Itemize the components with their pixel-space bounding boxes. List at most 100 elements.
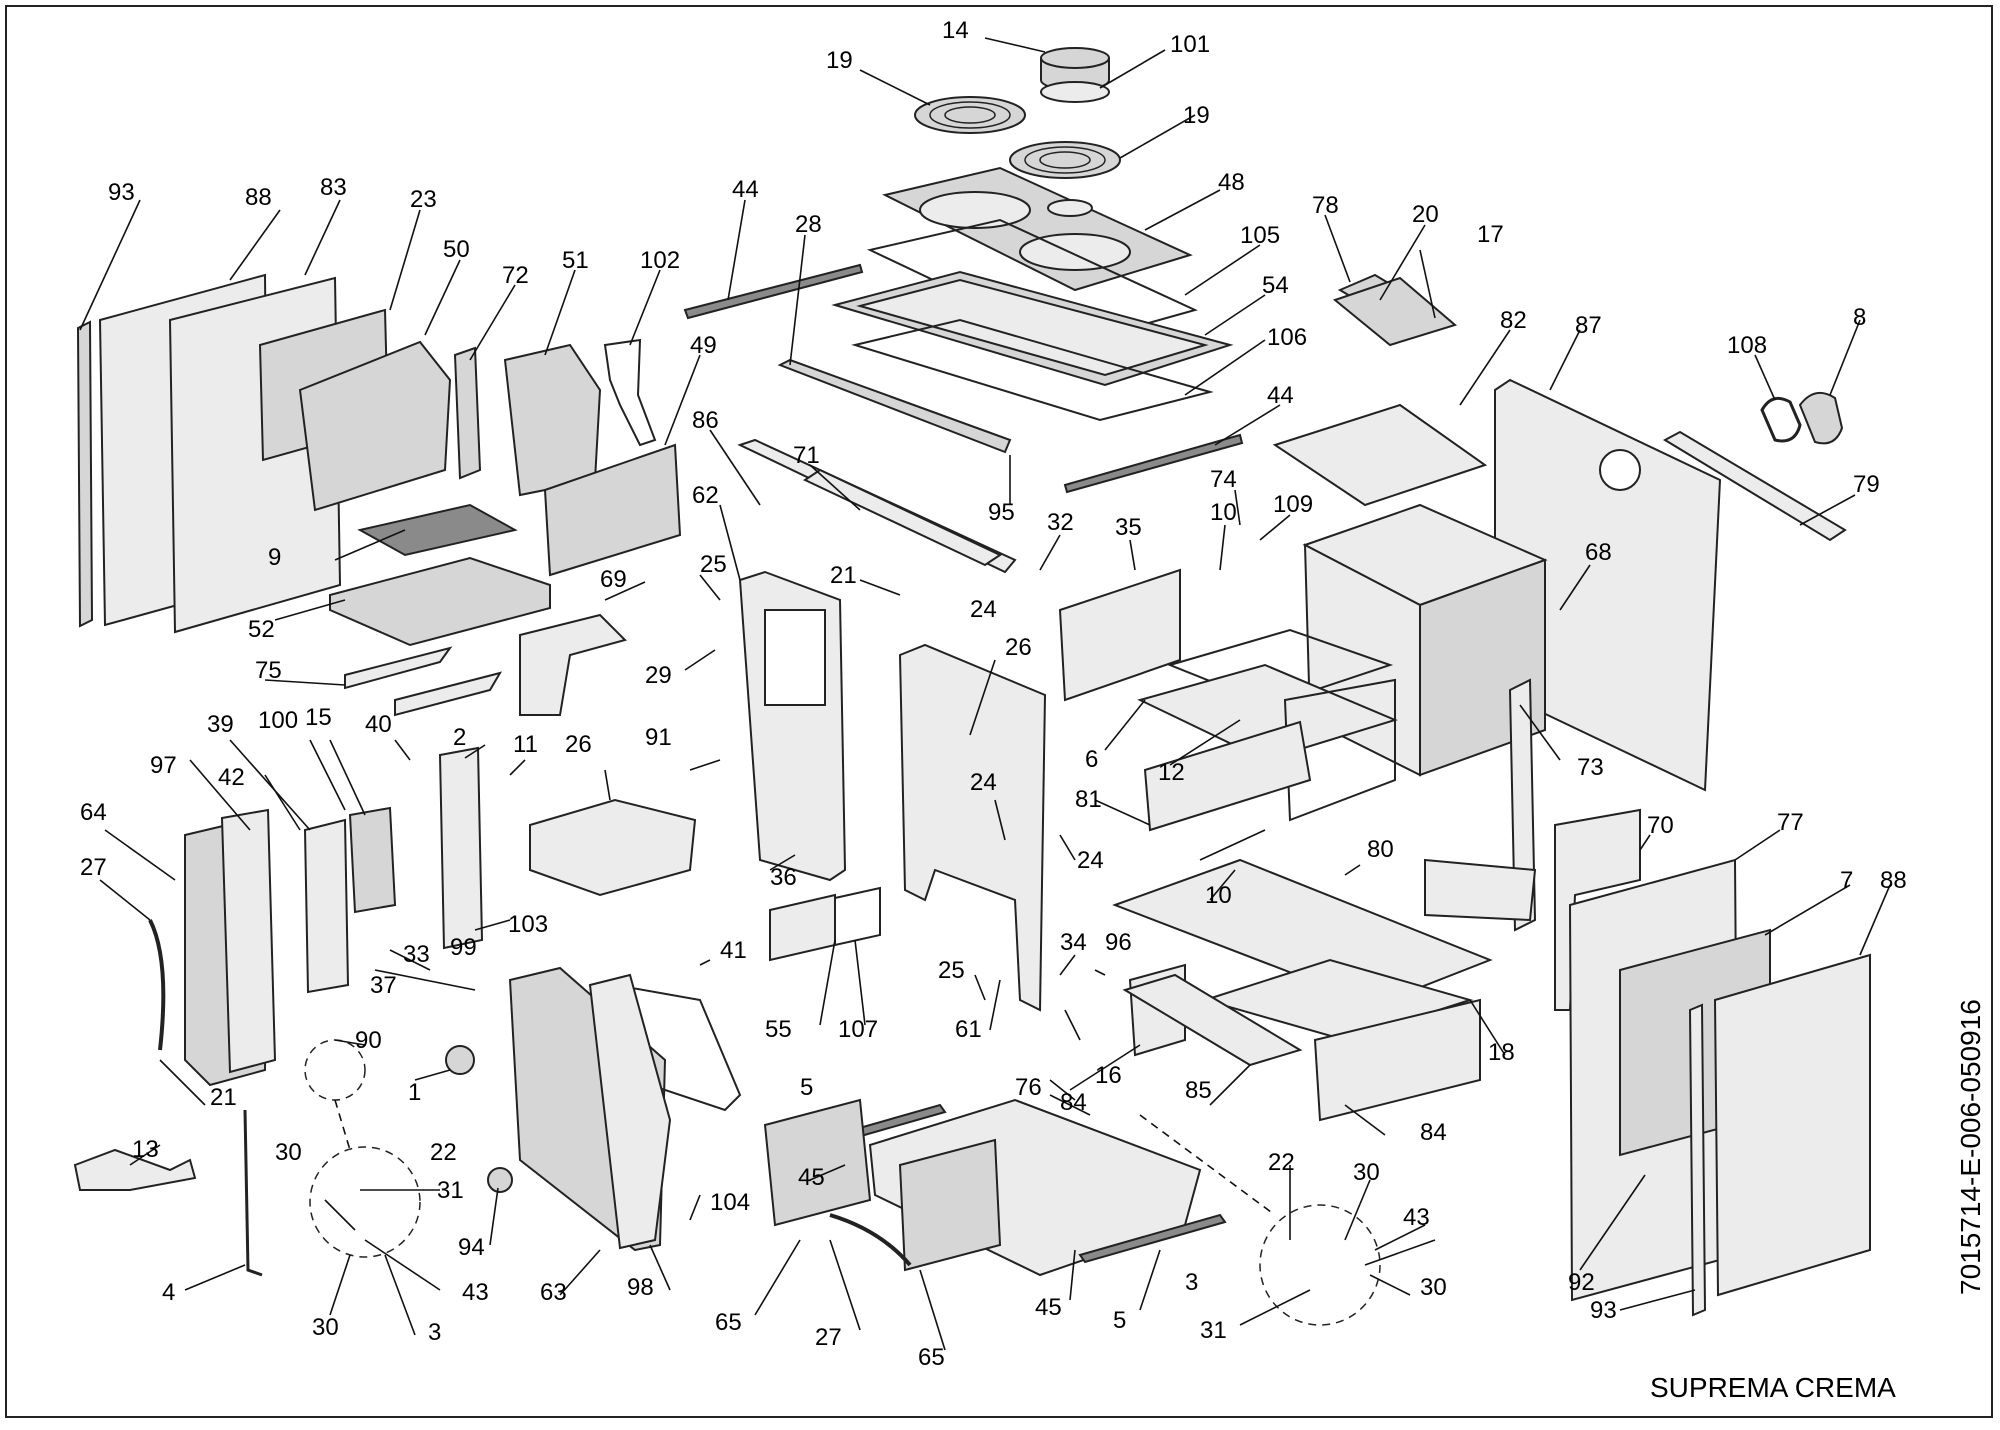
callout: 79	[1853, 471, 1880, 498]
hob-ring-19b	[1009, 141, 1121, 179]
callout: 8	[1853, 304, 1866, 331]
cover-8	[1798, 391, 1844, 445]
panel-107	[834, 886, 881, 947]
callout: 39	[207, 711, 234, 738]
callout: 5	[1113, 1307, 1126, 1334]
hotplate-48	[882, 166, 1193, 292]
callout: 102	[640, 247, 680, 274]
callout: 86	[692, 407, 719, 434]
panel-70	[1554, 808, 1641, 1011]
callout: 106	[1267, 324, 1307, 351]
callout: 65	[918, 1344, 945, 1371]
callout: 3	[1185, 1269, 1198, 1296]
top-frame-54	[831, 270, 1234, 387]
flue-hole	[1599, 449, 1641, 491]
callout: 24	[1077, 847, 1104, 874]
callout: 30	[312, 1314, 339, 1341]
callout: 93	[108, 179, 135, 206]
bracket-20	[1332, 276, 1458, 347]
callout: 93	[1590, 1297, 1617, 1324]
callout: 65	[715, 1309, 742, 1336]
callout: 83	[320, 174, 347, 201]
callout: 98	[627, 1274, 654, 1301]
callout: 71	[793, 442, 820, 469]
callout: 33	[403, 941, 430, 968]
callout: 85	[1185, 1077, 1212, 1104]
callout: 1	[408, 1079, 421, 1106]
callout: 24	[970, 596, 997, 623]
callout: 41	[720, 937, 747, 964]
callout: 35	[1115, 514, 1142, 541]
callout: 80	[1367, 836, 1394, 863]
callout: 100	[258, 707, 298, 734]
callout: 25	[700, 551, 727, 578]
diagram-title: SUPREMA CREMA	[1650, 1372, 1896, 1403]
gasket-ring-101	[1040, 81, 1110, 103]
rail-44a	[683, 263, 864, 320]
callout: 5	[800, 1074, 813, 1101]
callout: 72	[502, 262, 529, 289]
callout: 87	[1575, 312, 1602, 339]
callout: 16	[1095, 1062, 1122, 1089]
panel-73b	[1424, 858, 1537, 922]
callout: 3	[428, 1319, 441, 1346]
callout: 32	[1047, 509, 1074, 536]
callout: 43	[462, 1279, 489, 1306]
callout: 95	[988, 499, 1015, 526]
detail-circle-right	[1259, 1204, 1381, 1326]
callout: 30	[1420, 1274, 1447, 1301]
callout: 45	[1035, 1294, 1062, 1321]
callout: 40	[365, 711, 392, 738]
hob-ring-19a	[914, 96, 1026, 134]
callout: 27	[815, 1324, 842, 1351]
callout: 49	[690, 332, 717, 359]
callout: 31	[1200, 1317, 1227, 1344]
callout: 2	[453, 724, 466, 751]
callout: 17	[1477, 221, 1504, 248]
callout: 103	[508, 911, 548, 938]
callout: 11	[513, 731, 538, 758]
callout: 92	[1568, 1269, 1595, 1296]
callout: 43	[1403, 1204, 1430, 1231]
callout: 30	[275, 1139, 302, 1166]
plate-75b	[394, 671, 503, 717]
ash-pan-52	[329, 556, 551, 647]
callout: 88	[1880, 867, 1907, 894]
callout: 51	[562, 247, 589, 274]
drawer-front-65a	[763, 1098, 872, 1227]
gasket-108	[1760, 396, 1802, 443]
baffle-69	[519, 613, 627, 716]
callout: 36	[770, 864, 797, 891]
callout: 101	[1170, 31, 1210, 58]
callout: 84	[1060, 1089, 1087, 1116]
callout: 82	[1500, 307, 1527, 334]
callout: 96	[1105, 929, 1132, 956]
plate-71	[802, 468, 1003, 567]
grate-50	[298, 340, 452, 512]
callout: 7	[1840, 867, 1853, 894]
callout: 10	[1205, 882, 1232, 909]
callout: 44	[732, 176, 759, 203]
liner-72	[453, 346, 482, 480]
panel-40	[438, 746, 484, 950]
grate-9	[357, 503, 518, 557]
diagram-code: 7015714-E-006-050916	[1955, 999, 1986, 1295]
callout: 104	[710, 1189, 750, 1216]
handle-27b	[829, 1213, 912, 1267]
callout: 37	[370, 972, 397, 999]
callout: 29	[645, 662, 672, 689]
callout: 78	[1312, 192, 1339, 219]
callout: 76	[1015, 1074, 1042, 1101]
plate-82	[1272, 403, 1488, 507]
handle-27a	[148, 919, 166, 1051]
callout: 18	[1488, 1039, 1515, 1066]
callout: 26	[565, 731, 592, 758]
callout: 55	[765, 1016, 792, 1043]
callout: 68	[1585, 539, 1612, 566]
callout: 84	[1420, 1119, 1447, 1146]
callout: 27	[80, 854, 107, 881]
callout: 14	[942, 17, 969, 44]
rail-5b	[1078, 1213, 1227, 1264]
callout: 54	[1262, 272, 1289, 299]
